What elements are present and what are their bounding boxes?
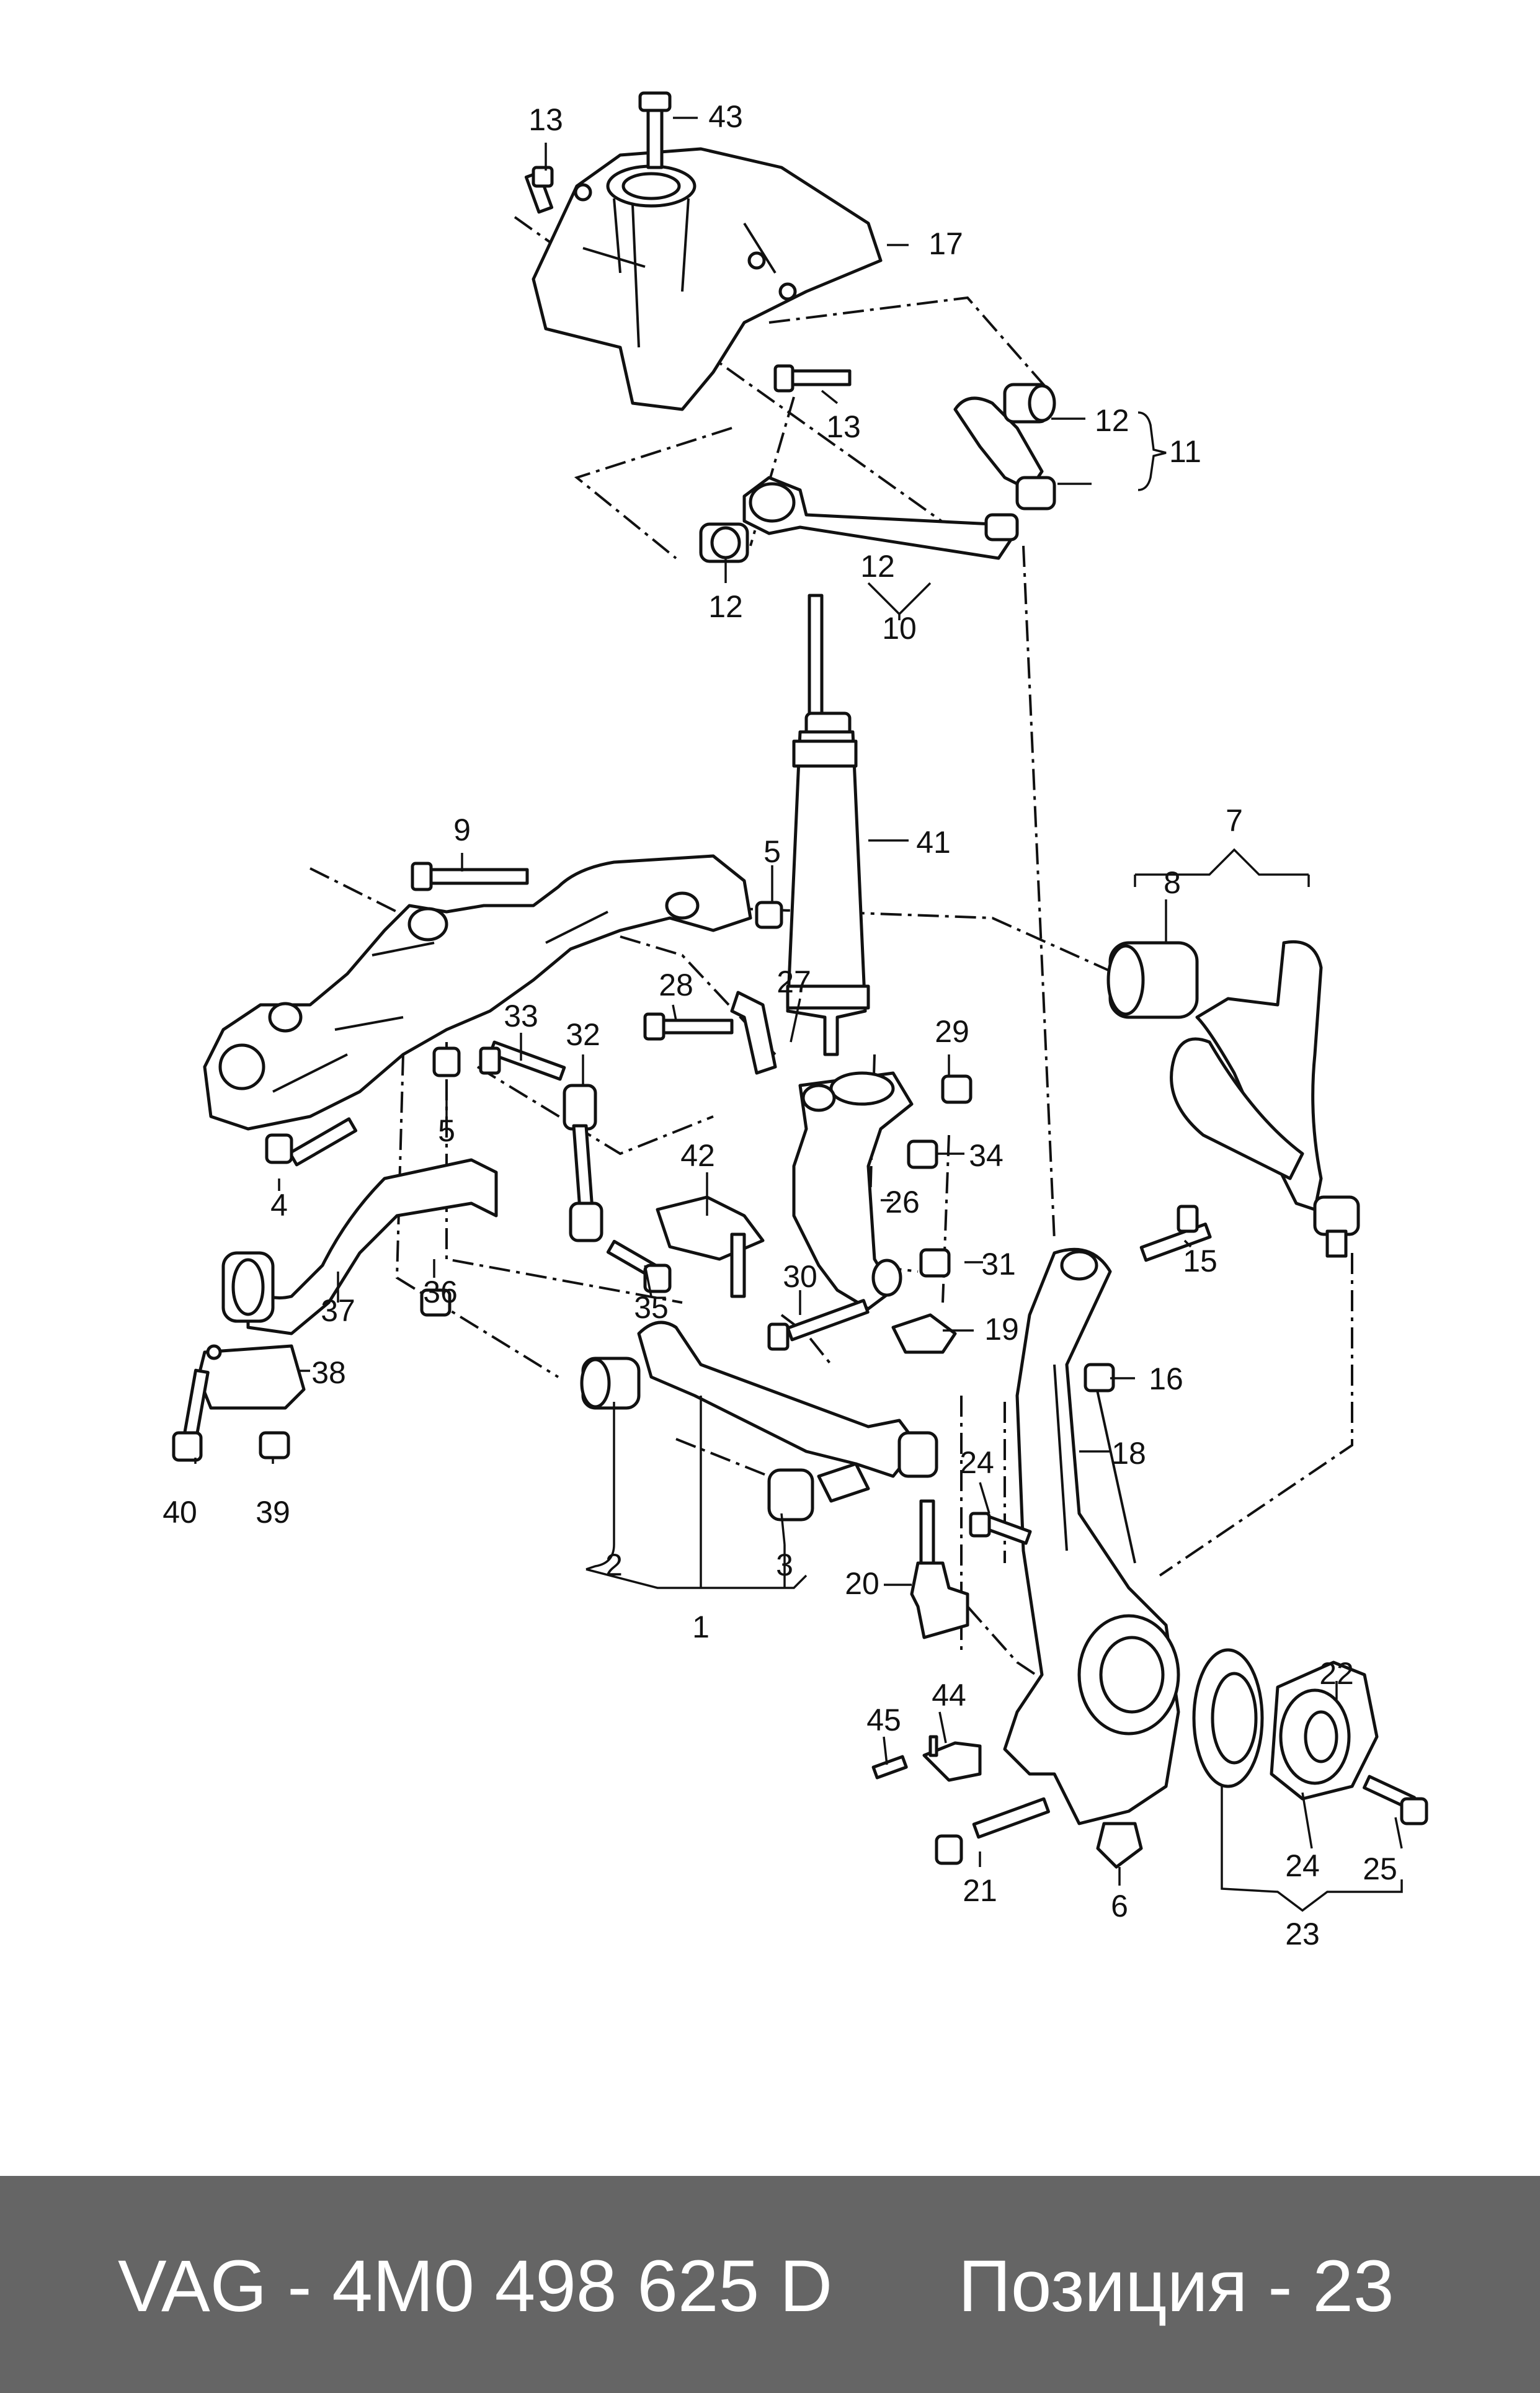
callout-11: 11: [1169, 434, 1201, 469]
callout-36: 36: [423, 1275, 458, 1309]
shock-absorber: [786, 594, 870, 1056]
callout-29: 29: [935, 1014, 969, 1049]
callout-28: 28: [659, 968, 693, 1002]
stabilizer-bar: [221, 1158, 498, 1335]
callout-8: 8: [1164, 865, 1181, 900]
position-label: Позиция - 23: [958, 2245, 1394, 2327]
callout-3: 3: [776, 1548, 793, 1582]
callout-30: 30: [783, 1259, 817, 1294]
footer-bar: VAG - 4M0 498 625 D Позиция - 23: [0, 2176, 1540, 2393]
callout-7: 7: [1226, 803, 1243, 838]
callout-4: 4: [270, 1188, 288, 1223]
callout-26: 26: [885, 1185, 920, 1219]
callout-27: 27: [777, 965, 811, 999]
strut-mount: [532, 147, 883, 411]
callout-12: 12: [1095, 403, 1129, 438]
callout-12: 12: [860, 549, 895, 584]
callout-31: 31: [981, 1247, 1016, 1281]
callout-1: 1: [692, 1610, 710, 1644]
callout-17: 17: [928, 226, 963, 261]
callout-39: 39: [256, 1495, 290, 1530]
callout-23: 23: [1285, 1917, 1320, 1951]
callout-24: 24: [1285, 1848, 1320, 1883]
callout-22: 22: [1319, 1656, 1354, 1691]
callout-45: 45: [866, 1703, 901, 1737]
coupling-rod: [563, 1084, 765, 1298]
callout-9: 9: [453, 813, 471, 847]
callout-25: 25: [1363, 1852, 1397, 1886]
callout-10: 10: [882, 611, 917, 646]
upper-lateral-arm: [699, 476, 1019, 563]
leader-lines: [194, 117, 1403, 1912]
callout-37: 37: [321, 1293, 355, 1328]
bolt-icons-top: [524, 91, 852, 393]
strut-fork: [792, 1071, 914, 1311]
callout-34: 34: [969, 1138, 1004, 1173]
upper-control-arm: [953, 383, 1056, 510]
callout-44: 44: [932, 1678, 966, 1713]
ball-joint: [910, 1499, 969, 1639]
lower-wishbone: [580, 1321, 938, 1522]
wheel-hub: [1270, 1660, 1379, 1801]
callout-33: 33: [504, 999, 538, 1033]
callout-20: 20: [845, 1566, 879, 1601]
callout-40: 40: [162, 1495, 197, 1530]
callout-32: 32: [566, 1017, 600, 1052]
callout-12: 12: [708, 589, 743, 624]
callout-15: 15: [1183, 1244, 1217, 1278]
callout-5: 5: [438, 1113, 455, 1148]
exploded-suspension-diagram: 1 2 3 4 5 5 6 7 8 9 10 11 12 12 12 12 13…: [162, 91, 1428, 1951]
callout-16: 16: [1149, 1361, 1183, 1396]
callout-13: 13: [528, 102, 563, 137]
callout-19: 19: [984, 1312, 1019, 1347]
callout-6: 6: [1111, 1889, 1128, 1923]
callout-labels: 1 2 3 4 5 5 6 7 8 9 10 11 12 12 12 12 13…: [162, 99, 1397, 1951]
callout-2: 2: [605, 1548, 623, 1582]
subframe: [203, 854, 752, 1131]
callout-13: 13: [826, 409, 861, 444]
lower-arm-right: [1106, 940, 1360, 1258]
callout-18: 18: [1111, 1436, 1146, 1471]
callout-41: 41: [916, 825, 951, 860]
callout-43: 43: [708, 99, 743, 134]
callout-35: 35: [634, 1290, 669, 1325]
part-number: VAG - 4M0 498 625 D: [118, 2245, 833, 2327]
callout-38: 38: [311, 1355, 346, 1390]
stabilizer-bracket: [197, 1344, 306, 1410]
callout-5: 5: [763, 834, 781, 869]
wheel-bearing: [1192, 1648, 1264, 1788]
callout-24: 24: [959, 1445, 994, 1480]
wheel-bearing-housing: [1003, 1247, 1180, 1825]
callout-21: 21: [963, 1873, 997, 1908]
callout-42: 42: [680, 1138, 715, 1173]
